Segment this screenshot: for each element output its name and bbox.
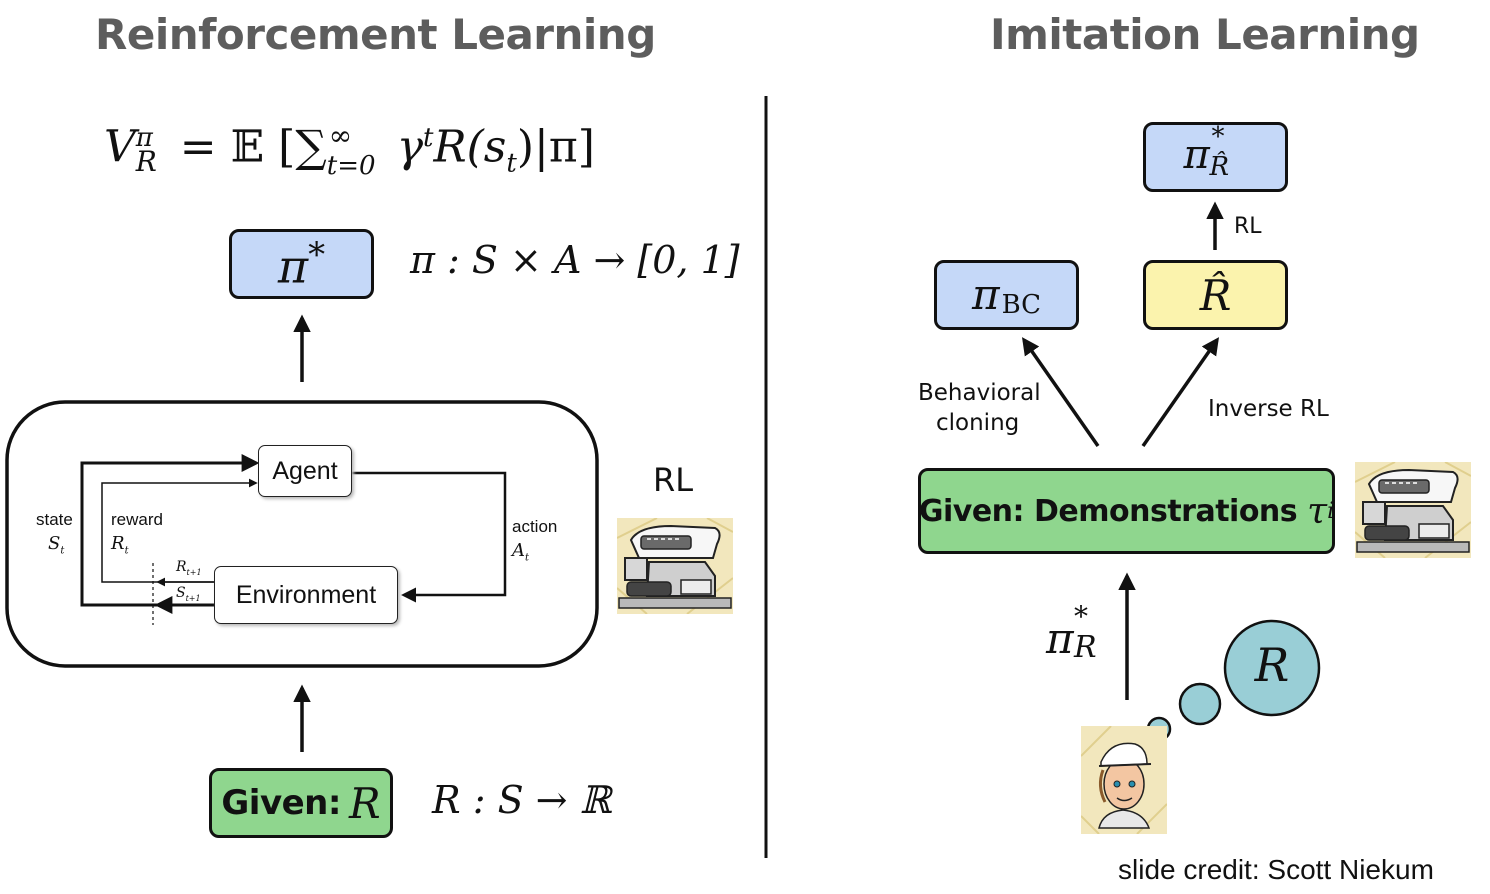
- inverse-rl-label: Inverse RL: [1208, 396, 1329, 422]
- value-gamma-sup: t: [423, 123, 434, 153]
- agent-box: Agent: [258, 445, 352, 497]
- robot-illustration-left: [617, 518, 733, 614]
- expert-policy-label: π * R: [1046, 600, 1116, 670]
- value-sum-open: [∑: [278, 121, 327, 173]
- value-sum-sup: ∞: [328, 119, 353, 152]
- value-gamma: γ: [396, 121, 424, 173]
- reward-label: reward: [111, 510, 163, 529]
- state-label: state: [36, 510, 73, 529]
- thought-bubble-medium: [1178, 682, 1222, 726]
- recovered-policy-box: π * R̂: [1143, 122, 1288, 192]
- demonstrations-var: τ: [1307, 490, 1328, 532]
- demonstrations-sub: i: [1327, 498, 1335, 524]
- behavioral-cloning-policy-box: πBC: [934, 260, 1079, 330]
- value-lhs-sub: R: [135, 145, 157, 178]
- next-state-symbol: St+1: [176, 585, 201, 603]
- learned-reward-var: R̂: [1199, 270, 1232, 320]
- bc-policy-var: π: [971, 270, 1000, 319]
- action-line: [352, 471, 507, 603]
- next-reward-symbol: Rt+1: [176, 559, 202, 577]
- robot-illustration-right: [1355, 462, 1471, 558]
- expert-policy-sub: R: [1074, 630, 1097, 665]
- policy-definition: π : S × A → [0, 1]: [410, 238, 740, 282]
- given-reward-label: Given:: [221, 783, 341, 823]
- thought-reward-var: R: [1254, 638, 1290, 692]
- action-label: action: [512, 517, 558, 536]
- value-tail: )|π]: [516, 121, 595, 173]
- optimal-policy-var: π: [277, 239, 309, 294]
- recovered-policy-var: π: [1183, 132, 1210, 178]
- state-symbol: St: [48, 533, 65, 557]
- expert-person-illustration: [1081, 726, 1167, 834]
- reward-definition: R : S → ℝ: [432, 778, 612, 822]
- value-sum-sub: t=0: [326, 151, 376, 181]
- behavioral-cloning-label-line2: cloning: [936, 410, 1020, 436]
- state-line: [80, 454, 260, 607]
- optimal-policy-sup: *: [308, 234, 326, 275]
- environment-box: Environment: [214, 566, 398, 624]
- thought-bubble-large: [1223, 619, 1321, 717]
- bc-policy-sub: BC: [1001, 290, 1042, 320]
- optimal-policy-box: π*: [229, 229, 374, 299]
- behavioral-cloning-label-line1: Behavioral: [918, 380, 1041, 406]
- action-symbol: At: [512, 540, 530, 564]
- value-body-sub: t: [506, 148, 517, 179]
- demonstrations-label: Given: Demonstrations: [918, 493, 1298, 529]
- rl-arrow-label: RL: [1234, 214, 1262, 239]
- value-equals-expectation: = 𝔼: [179, 121, 265, 173]
- slide-credit: slide credit: Scott Niekum: [1118, 854, 1434, 885]
- rl-side-label: RL: [653, 461, 694, 499]
- expert-policy-sup: *: [1074, 600, 1088, 633]
- rl-loop-container: [5, 400, 599, 668]
- recovered-policy-sub: R̂: [1209, 152, 1230, 182]
- arrow-demo-to-bc: [1021, 337, 1100, 448]
- reward-symbol: Rt: [111, 533, 129, 557]
- recovered-policy-sup: *: [1211, 122, 1225, 152]
- given-reward-box: Given:R: [209, 768, 393, 838]
- value-lhs-var: V: [104, 121, 136, 173]
- expert-policy-var: π: [1046, 614, 1074, 663]
- arrow-demo-to-rhat: [1141, 337, 1220, 448]
- left-title: Reinforcement Learning: [95, 10, 656, 59]
- value-body: R(s: [433, 121, 507, 173]
- learned-reward-box: R̂: [1143, 260, 1288, 330]
- right-title: Imitation Learning: [990, 10, 1420, 59]
- value-lhs-sup: π: [135, 123, 153, 153]
- given-reward-var: R: [348, 778, 381, 828]
